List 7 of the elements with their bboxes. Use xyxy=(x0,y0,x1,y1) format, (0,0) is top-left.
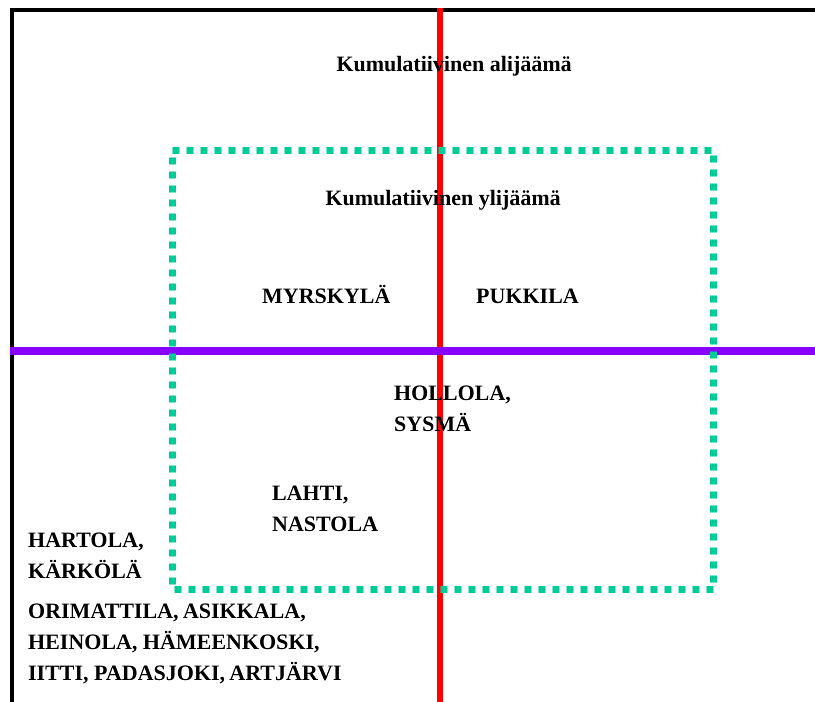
municipality-label: PUKKILA xyxy=(476,282,580,310)
municipality-label: LAHTI, NASTOLA xyxy=(272,479,379,538)
municipality-label: HARTOLA, KÄRKÖLÄ xyxy=(28,526,145,585)
chart-frame xyxy=(10,8,815,702)
municipality-label: MYRSKYLÄ xyxy=(262,282,392,310)
municipality-label: ORIMATTILA, ASIKKALA, HEINOLA, HÄMEENKOSKI, IITTI, PADASJOKI, ARTJÄRVI xyxy=(28,597,342,687)
dotted-rectangle xyxy=(169,147,717,593)
